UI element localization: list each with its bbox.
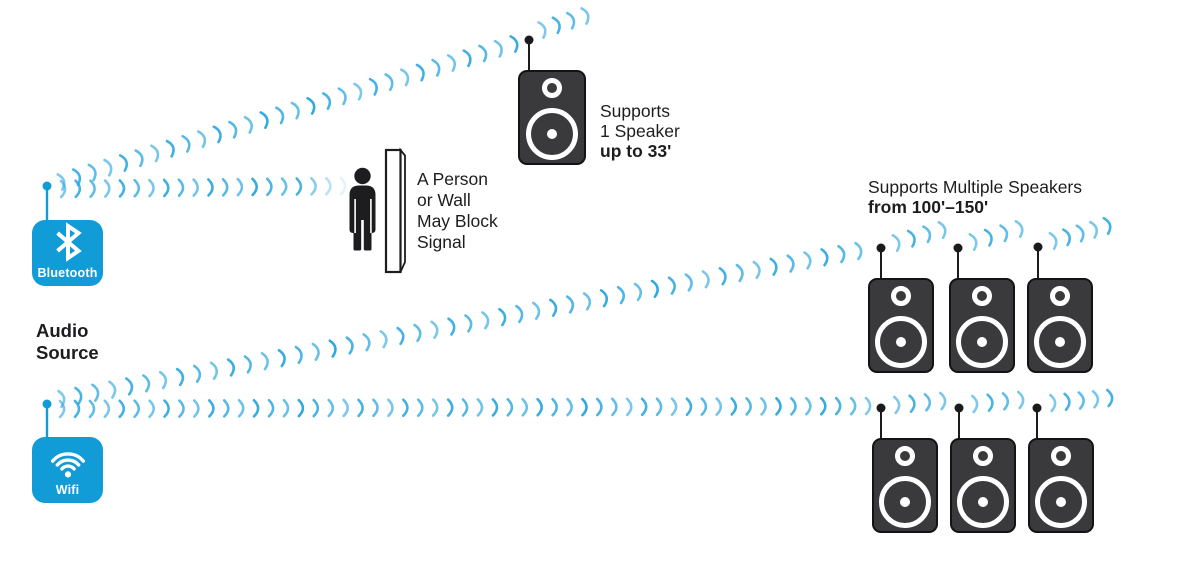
bluetooth-antenna bbox=[42, 181, 52, 223]
bottom-row-antenna-1-dot bbox=[876, 403, 886, 413]
speaker-top-3 bbox=[1027, 278, 1093, 373]
woofer-dot bbox=[977, 337, 987, 347]
top-row-antenna-3 bbox=[1033, 242, 1043, 280]
bluetooth-source-box: Bluetooth bbox=[32, 220, 103, 286]
signal-waves-bottom-speaker-1-waves bbox=[893, 391, 947, 415]
woofer bbox=[957, 476, 1009, 528]
wifi-antenna-dot bbox=[42, 399, 52, 409]
signal-waves-top-speaker-3-waves bbox=[1048, 216, 1112, 251]
speaker-top-2 bbox=[949, 278, 1015, 373]
signal-waves-bottom-speaker-3-waves bbox=[1049, 388, 1114, 413]
signal-waves-top-speaker-2-waves bbox=[968, 220, 1024, 251]
single-speaker-antenna-dot bbox=[524, 35, 534, 45]
woofer-dot bbox=[1056, 497, 1066, 507]
speaker-bottom-2 bbox=[950, 438, 1016, 533]
top-row-antenna-1 bbox=[876, 243, 886, 280]
woofer bbox=[1035, 476, 1087, 528]
speaker-bottom-1 bbox=[872, 438, 938, 533]
note-line-range: up to 33' bbox=[600, 141, 672, 161]
tweeter bbox=[973, 446, 993, 466]
note-line: Signal bbox=[417, 232, 466, 252]
signal-waves-bottom-speaker-2-waves bbox=[971, 390, 1025, 414]
bottom-row-antenna-3-dot bbox=[1032, 403, 1042, 413]
note-line: A Person bbox=[417, 169, 489, 189]
top-row-antenna-1-dot bbox=[876, 243, 886, 253]
bottom-row-antenna-1 bbox=[876, 403, 886, 440]
woofer-dot bbox=[896, 337, 906, 347]
person-figure bbox=[349, 167, 376, 251]
tweeter bbox=[972, 286, 992, 306]
single-speaker-note: Supports 1 Speaker up to 33' bbox=[600, 101, 680, 161]
bluetooth-icon bbox=[55, 222, 82, 262]
wifi-source-label: Wifi bbox=[55, 483, 80, 497]
wifi-icon bbox=[50, 452, 85, 478]
top-row-antenna-3-dot bbox=[1033, 242, 1043, 252]
note-line: May Block bbox=[417, 211, 498, 231]
woofer bbox=[956, 316, 1008, 368]
audio-source-label: Audio Source bbox=[36, 320, 99, 363]
speaker-single bbox=[518, 70, 586, 165]
signal-waves-bluetooth-diagonal bbox=[56, 35, 519, 191]
speaker-bottom-3 bbox=[1028, 438, 1094, 533]
note-line: Supports Multiple Speakers bbox=[868, 177, 1082, 197]
bluetooth-antenna-dot bbox=[42, 181, 52, 191]
bottom-row-antenna-3 bbox=[1032, 403, 1042, 440]
bluetooth-source-label: Bluetooth bbox=[37, 266, 98, 280]
signal-waves-bluetooth-diagonal-continue bbox=[537, 7, 590, 39]
bottom-row-antenna-2 bbox=[954, 403, 964, 440]
signal-waves-bluetooth-horizontal-blocked bbox=[59, 176, 347, 199]
woofer bbox=[1034, 316, 1086, 368]
woofer-dot bbox=[1055, 337, 1065, 347]
single-speaker-antenna bbox=[524, 35, 534, 72]
woofer bbox=[879, 476, 931, 528]
tweeter bbox=[1051, 446, 1071, 466]
wifi-antenna bbox=[42, 399, 52, 440]
woofer-dot bbox=[547, 129, 557, 139]
note-line-range: from 100'–150' bbox=[868, 197, 989, 217]
speaker-top-1 bbox=[868, 278, 934, 373]
bottom-row-antenna-2-dot bbox=[954, 403, 964, 413]
multi-speaker-note: Supports Multiple Speakers from 100'–150… bbox=[868, 177, 1082, 217]
woofer-dot bbox=[978, 497, 988, 507]
note-line: Supports bbox=[600, 101, 671, 121]
woofer bbox=[526, 108, 578, 160]
note-line: or Wall bbox=[417, 190, 471, 210]
tweeter bbox=[895, 446, 915, 466]
blocker-note: A Person or Wall May Block Signal bbox=[417, 169, 498, 253]
wall bbox=[384, 147, 406, 274]
tweeter bbox=[542, 78, 562, 98]
signal-waves-wifi-diagonal bbox=[57, 241, 863, 409]
signal-waves-wifi-horizontal bbox=[58, 396, 872, 419]
note-line: 1 Speaker bbox=[600, 121, 680, 141]
tweeter bbox=[1050, 286, 1070, 306]
tweeter bbox=[891, 286, 911, 306]
signal-waves-top-speaker-1-waves bbox=[891, 221, 947, 252]
top-row-antenna-2 bbox=[953, 243, 963, 280]
woofer bbox=[875, 316, 927, 368]
wifi-source-box: Wifi bbox=[32, 437, 103, 503]
woofer-dot bbox=[900, 497, 910, 507]
top-row-antenna-2-dot bbox=[953, 243, 963, 253]
